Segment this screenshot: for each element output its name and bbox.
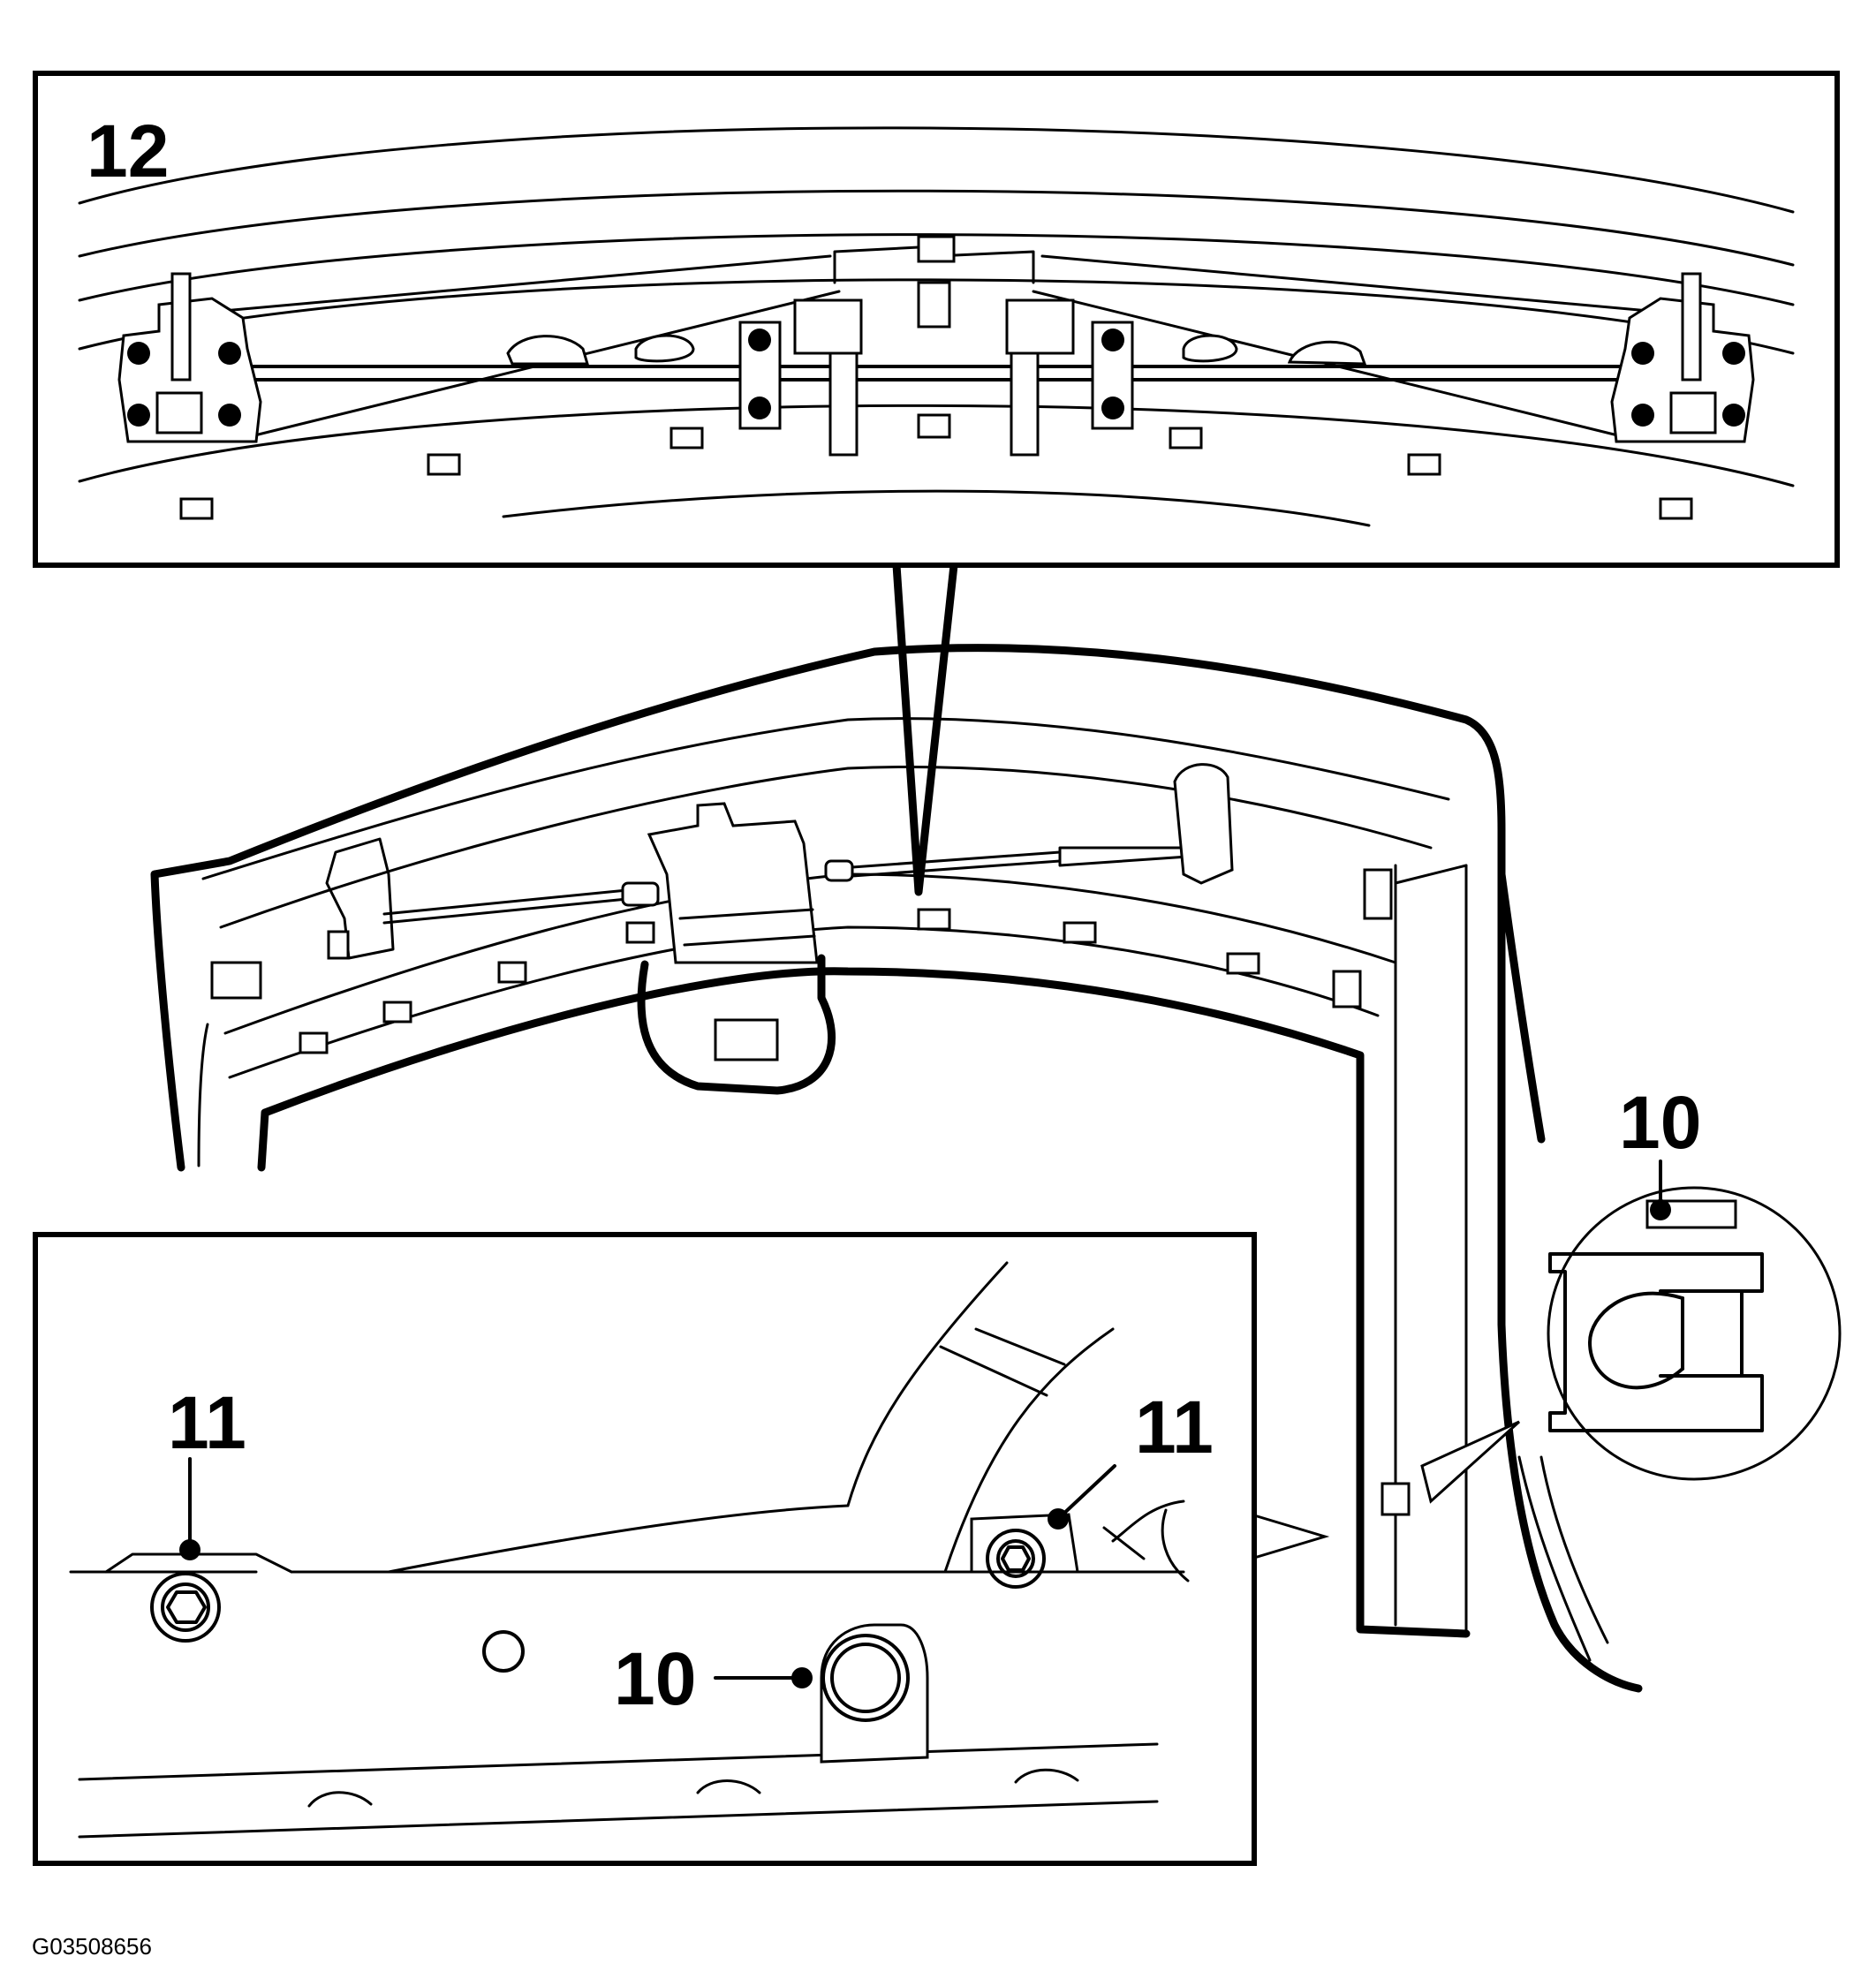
callout-11-left: 11: [168, 1381, 246, 1464]
callout-11-right: 11: [1135, 1386, 1214, 1469]
figure-id: G03508656: [32, 1933, 152, 1960]
top-inset-bumper-beam: 12: [33, 71, 1840, 896]
callout-10-circle: 10: [1619, 1081, 1701, 1164]
circle-inset-clip-nut: 10: [1420, 1081, 1842, 1504]
bottom-inset-side-mount: 11 11 10: [33, 1232, 1330, 1866]
callout-12: 12: [87, 110, 169, 193]
bumper-main-view: [150, 644, 1643, 1693]
callout-10-bottom: 10: [614, 1637, 696, 1720]
